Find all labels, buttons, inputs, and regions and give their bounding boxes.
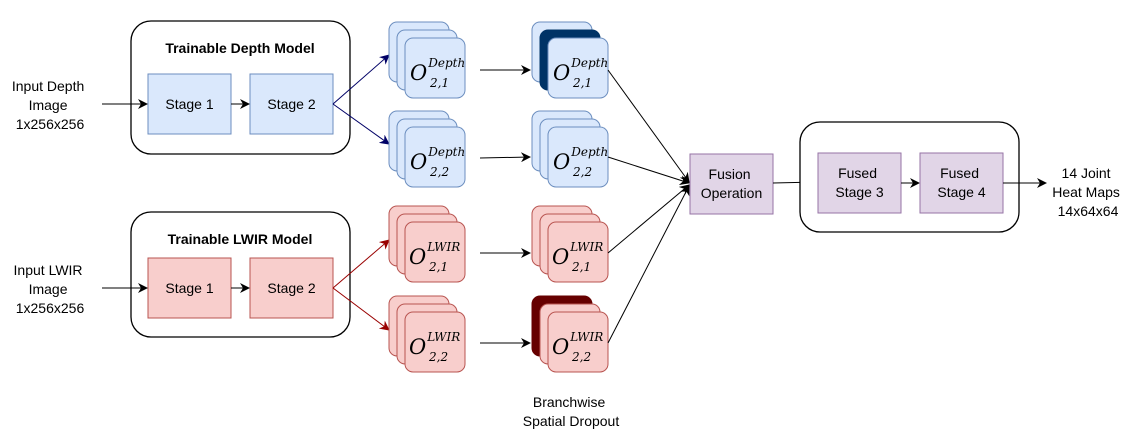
depth-model-title: Trainable Depth Model [165, 40, 314, 56]
fused-stage3-label: Fused Stage 3 [835, 165, 883, 200]
lwir-stage2-box [249, 257, 334, 319]
depth-stage2-label: Stage 2 [267, 96, 315, 112]
arrow-lwir-o21-fusion [607, 184, 690, 254]
dropout-label: Branchwise Spatial Dropout [523, 394, 620, 429]
arrow-lwir-o22-fusion [607, 185, 690, 344]
fused-stage3-box [817, 152, 902, 214]
depth-stage2-box [249, 73, 334, 135]
output-label: 14 Joint Heat Maps 14x64x64 [1052, 165, 1124, 219]
depth-stage1-box [147, 73, 232, 135]
arrow-depth-to-o22 [332, 103, 390, 145]
arrow-lwir-to-o22 [332, 287, 390, 331]
arrow-depth-o21-fusion [607, 69, 690, 183]
arrow-depth-o22-fusion [607, 156, 690, 186]
lwir-model-title: Trainable LWIR Model [168, 231, 313, 247]
depth-stage1-label: Stage 1 [165, 96, 213, 112]
arrow-lwir-to-o21 [332, 239, 390, 289]
fused-stage4-box [919, 152, 1004, 214]
input-depth-label: Input Depth Image 1x256x256 [12, 78, 88, 132]
input-lwir-label: Input LWIR Image 1x256x256 [14, 262, 87, 316]
fused-stage4-label: Fused Stage 4 [937, 165, 985, 200]
fusion-operation-label: Fusion Operation [701, 166, 762, 201]
arrow-depth-o22-dropout [479, 152, 531, 163]
fusion-operation-box [689, 153, 774, 215]
arrow-depth-to-o21 [332, 54, 390, 105]
lwir-stage2-label: Stage 2 [267, 280, 315, 296]
lwir-stage1-label: Stage 1 [165, 280, 213, 296]
